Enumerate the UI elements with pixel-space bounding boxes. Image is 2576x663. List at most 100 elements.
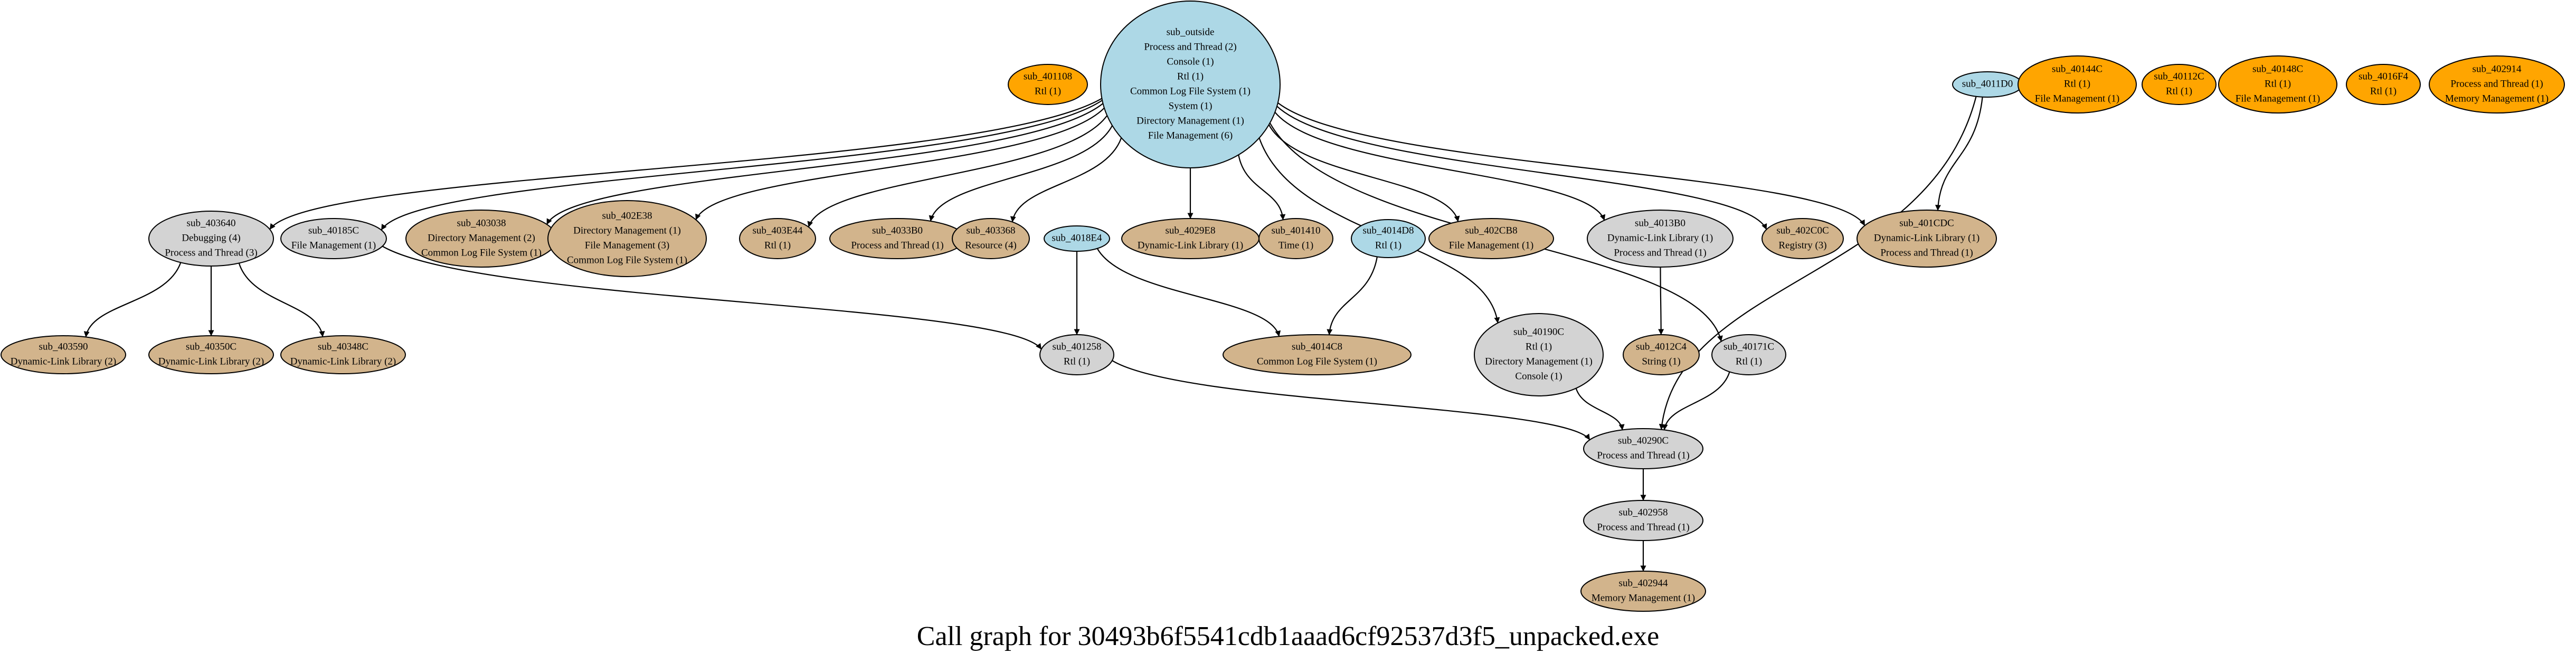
node-title: sub_40185C [308,225,359,236]
node-shape[interactable] [1100,1,1281,168]
node-sub_4018E4[interactable]: sub_4018E4 [1044,225,1110,252]
node-api-count: Process and Thread (1) [1880,247,1973,258]
node-title: sub_402914 [2473,63,2522,74]
node-shape[interactable] [148,211,274,267]
edge-sub_4014D8-to-sub_4014C8 [1327,257,1378,335]
node-title: sub_40148C [2252,63,2303,74]
node-shape[interactable] [1474,313,1604,396]
node-api-count: Rtl (1) [2166,86,2192,97]
node-api-count: Dynamic-Link Library (1) [1874,232,1980,243]
node-shape[interactable] [1351,219,1426,258]
node-api-count: Rtl (1) [1177,71,1204,82]
node-shape[interactable] [2429,55,2565,113]
node-sub_40112C[interactable]: sub_40112C Rtl (1) [2142,64,2217,105]
node-shape[interactable] [1428,218,1554,259]
node-shape[interactable] [1258,218,1333,259]
node-api-count: Directory Management (1) [1137,115,1244,126]
node-api-count: Dynamic-Link Library (2) [11,356,116,367]
node-shape[interactable] [1580,571,1706,612]
node-title: sub_401CDC [1899,217,1954,229]
node-shape[interactable] [2142,64,2217,105]
edge-sub_40185C-to-sub_401258 [382,245,1042,350]
node-shape[interactable] [1711,334,1786,375]
node-title: sub_402C0C [1776,225,1829,236]
node-shape[interactable] [1039,334,1114,375]
node-shape[interactable] [547,200,707,277]
node-shape[interactable] [739,218,816,259]
node-title: sub_4012C4 [1636,341,1687,352]
node-title: sub_401258 [1053,341,1102,352]
node-shape[interactable] [1761,218,1844,259]
node-shape[interactable] [1857,210,1997,268]
node-shape[interactable] [2218,55,2337,113]
node-shape[interactable] [280,218,387,259]
node-title: sub_401108 [1024,71,1072,82]
node-api-count: Rtl (1) [1736,356,1762,367]
node-shape[interactable] [1,335,126,374]
node-shape[interactable] [1044,225,1110,252]
node-shape[interactable] [1008,64,1088,105]
node-shape[interactable] [148,335,274,374]
edge-sub_401258-to-sub_40290C [1112,360,1590,440]
node-shape[interactable] [1587,210,1734,268]
node-api-count: Dynamic-Link Library (2) [158,356,264,367]
node-api-count: Console (1) [1167,56,1214,67]
edge-sub_40190C-to-sub_40290C [1575,388,1625,430]
node-shape[interactable] [280,335,406,374]
node-shape[interactable] [1623,334,1700,375]
node-sub_4011D0[interactable]: sub_4011D0 [1952,71,2023,98]
node-api-count: String (1) [1642,356,1680,367]
node-shape[interactable] [952,218,1030,259]
node-api-count: Resource (4) [965,240,1017,251]
node-title: sub_401410 [1272,225,1321,236]
node-api-count: Memory Management (1) [1592,592,1695,603]
node-api-count: Directory Management (1) [1485,356,1593,367]
node-shape[interactable] [2018,55,2137,113]
node-sub_401CDC[interactable]: sub_401CDC Dynamic-Link Library (1) Proces… [1857,210,1997,268]
node-api-count: Process and Thread (1) [2450,78,2543,89]
node-title: sub_4014D8 [1362,225,1414,236]
node-shape[interactable] [2346,64,2421,105]
node-title: sub_40112C [2154,71,2204,82]
node-api-count: Registry (3) [1778,240,1826,251]
node-api-count: File Management (6) [1148,130,1233,141]
node-api-count: Rtl (1) [2370,86,2397,97]
node-title: sub_403E44 [753,225,803,236]
node-shape[interactable] [1583,428,1703,469]
node-title: sub_4029E8 [1166,225,1216,236]
node-sub_402C0C[interactable]: sub_402C0C Registry (3) [1761,218,1844,259]
node-shape[interactable] [1583,500,1703,541]
node-shape[interactable] [1223,334,1412,375]
node-title: sub_402944 [1619,577,1668,589]
